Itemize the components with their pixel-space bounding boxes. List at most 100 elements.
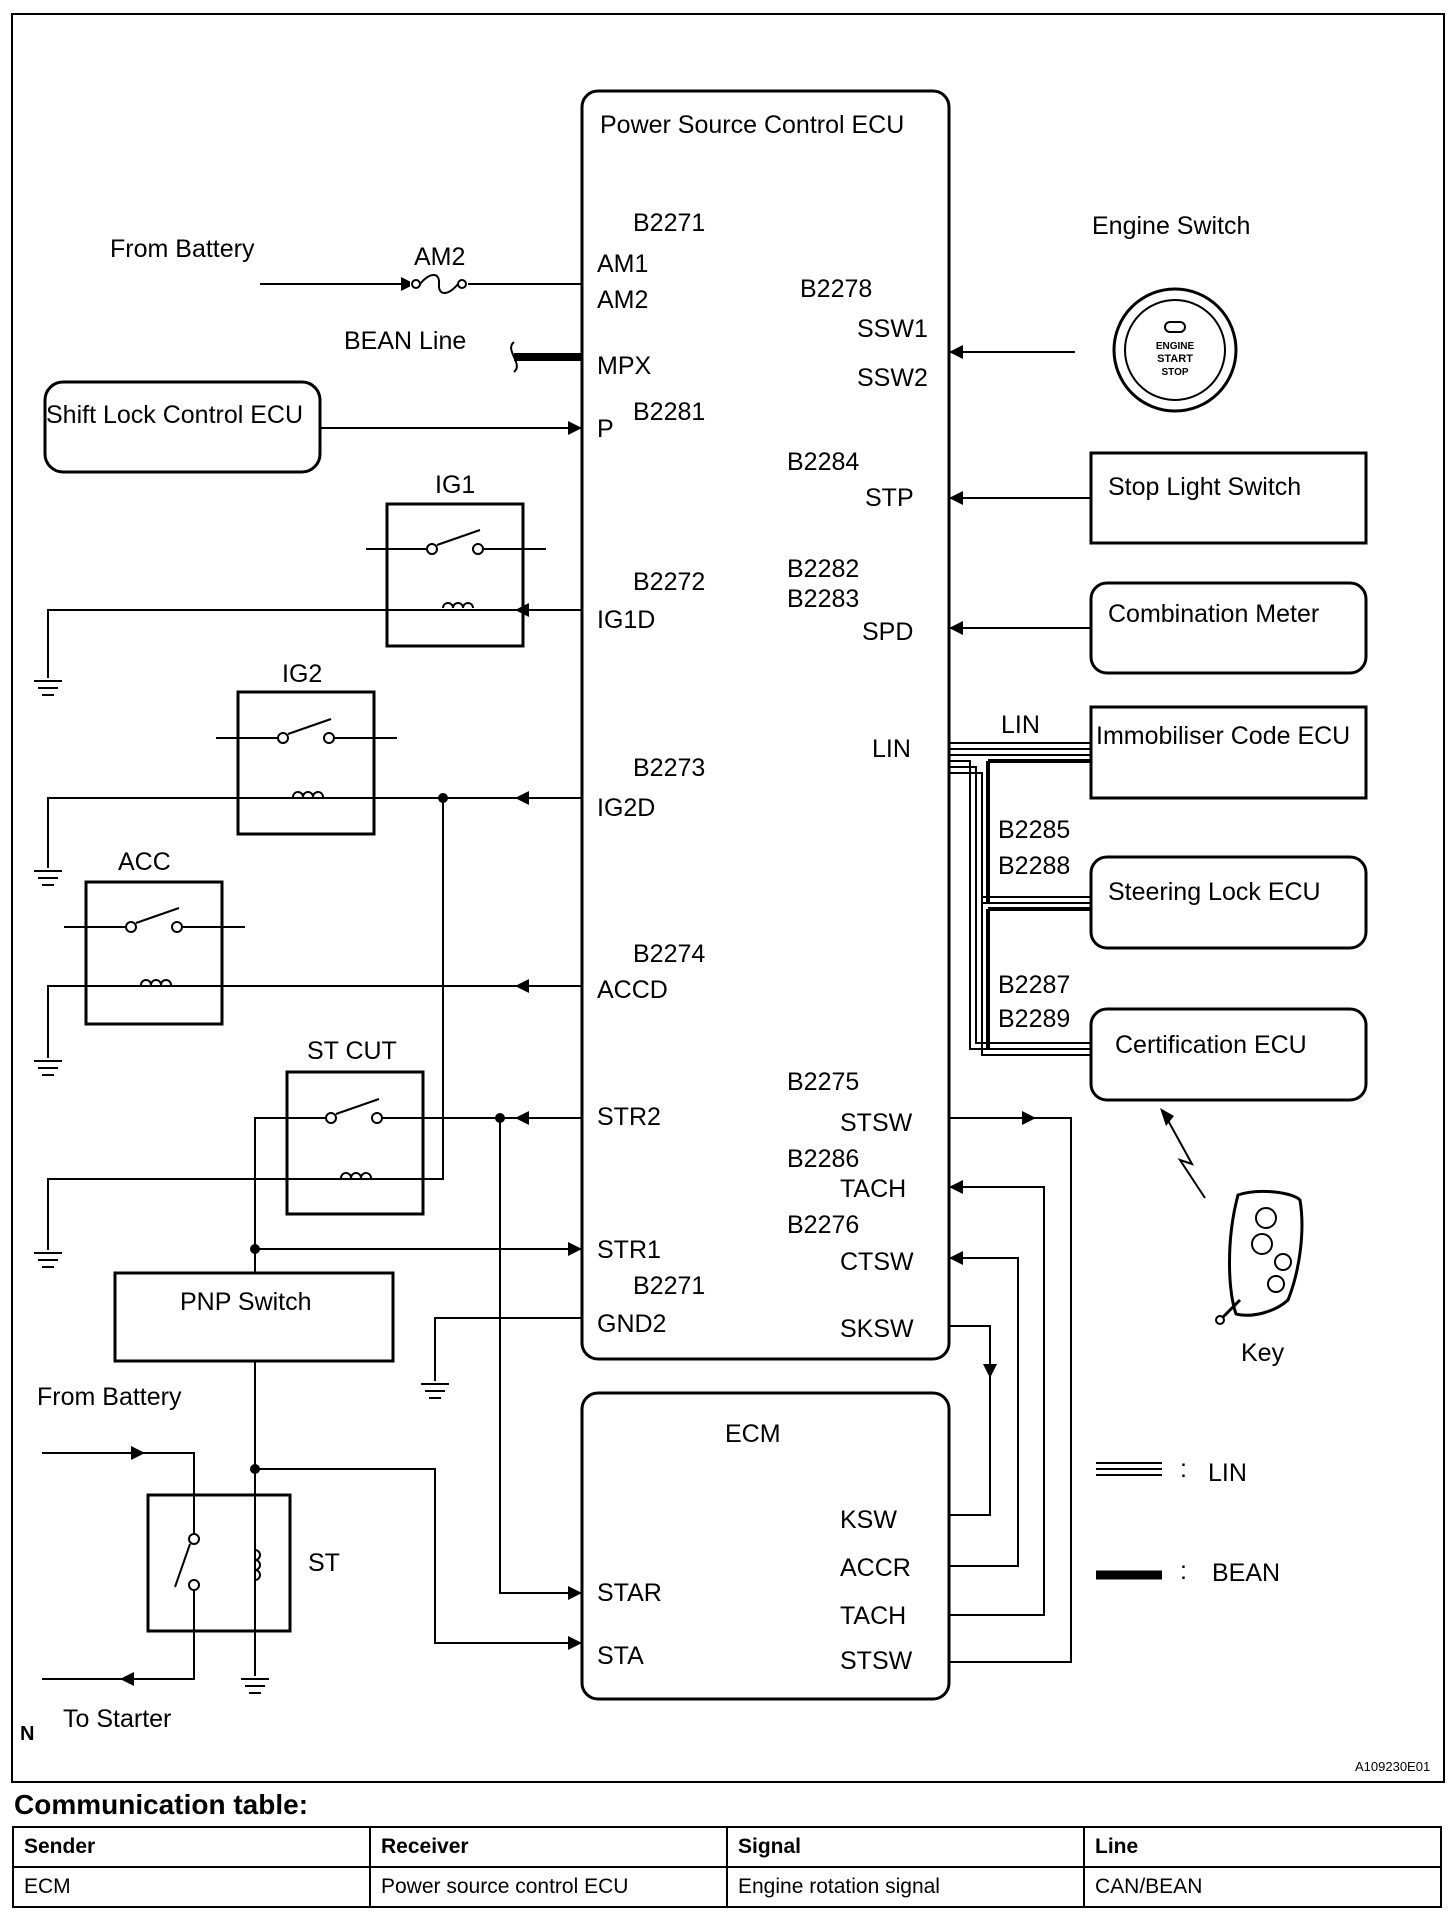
pin-lin: LIN <box>872 735 911 763</box>
pin-ssw1: SSW1 <box>857 315 928 343</box>
acc-switch-contact <box>64 907 245 933</box>
conn-b2275: B2275 <box>787 1068 859 1096</box>
ground-symbol-ig2 <box>34 870 62 886</box>
st-cut-left-wire <box>254 1117 326 1273</box>
legend-lin-label: LIN <box>1208 1459 1247 1487</box>
ig1-coil-icon <box>442 602 474 609</box>
am2-fuse-symbol <box>410 274 468 294</box>
shift-lock-ecu-label: Shift Lock Control ECU <box>46 401 303 429</box>
conn-b2288: B2288 <box>998 852 1070 880</box>
header-receiver: Receiver <box>369 1826 728 1868</box>
accd-wire <box>47 985 582 1058</box>
conn-b2286: B2286 <box>787 1145 859 1173</box>
conn-b2274: B2274 <box>633 940 705 968</box>
ig1-relay-label: IG1 <box>435 471 475 499</box>
pin-spd: SPD <box>862 618 913 646</box>
ig2-relay-label: IG2 <box>282 660 322 688</box>
conn-b2278: B2278 <box>800 275 872 303</box>
st-switch-contact <box>174 1533 200 1591</box>
pin-tach: TACH <box>840 1175 906 1203</box>
pin-str1: STR1 <box>597 1236 661 1264</box>
sta-wire <box>255 1468 582 1650</box>
conn-b2271-top: B2271 <box>633 209 705 237</box>
bean-line-break <box>510 341 518 373</box>
pin-gnd2: GND2 <box>597 1310 666 1338</box>
conn-b2284: B2284 <box>787 448 859 476</box>
ig2-relay-box <box>236 690 376 836</box>
immobiliser-ecu-label: Immobiliser Code ECU <box>1096 722 1350 750</box>
st-coil-icon <box>254 1549 261 1581</box>
st-relay-box <box>146 1493 292 1633</box>
bean-line-label: BEAN Line <box>344 327 466 355</box>
header-signal: Signal <box>726 1826 1085 1868</box>
ecm-title: ECM <box>725 1420 781 1448</box>
lin-wire-label: LIN <box>1001 711 1040 739</box>
ig1-relay-box <box>385 502 525 648</box>
table-header-row: Sender Receiver Signal Line <box>12 1826 1442 1868</box>
am2-fuse-label: AM2 <box>414 243 465 271</box>
cell-line: CAN/BEAN <box>1083 1866 1442 1908</box>
battery-to-st-wire <box>140 1452 195 1534</box>
ig2d-wire <box>47 797 582 868</box>
to-starter-label: To Starter <box>63 1705 171 1733</box>
ecm-pin-accr: ACCR <box>840 1554 911 1582</box>
ground-symbol-st <box>241 1678 269 1694</box>
header-line: Line <box>1083 1826 1442 1868</box>
conn-b2272: B2272 <box>633 568 705 596</box>
stsw-wire <box>949 1117 1072 1663</box>
st-cut-coil-wire <box>47 798 444 1250</box>
pin-ig2d: IG2D <box>597 794 655 822</box>
acc-coil-icon <box>140 979 172 986</box>
pin-ssw2: SSW2 <box>857 364 928 392</box>
conn-b2282: B2282 <box>787 555 859 583</box>
st-cut-relay-label: ST CUT <box>307 1037 397 1065</box>
acc-relay-label: ACC <box>118 848 171 876</box>
st-relay-label: ST <box>308 1549 340 1577</box>
legend-bean-label: BEAN <box>1212 1559 1280 1587</box>
combination-meter-label: Combination Meter <box>1108 600 1319 628</box>
pin-ctsw: CTSW <box>840 1248 914 1276</box>
legend-bean-sep: : <box>1180 1557 1187 1585</box>
power-source-ecu-box <box>580 89 951 1361</box>
header-sender: Sender <box>12 1826 371 1868</box>
certification-ecu-label: Certification ECU <box>1115 1031 1307 1059</box>
legend-lin-symbol <box>1096 1462 1162 1476</box>
svg-text:START: START <box>1157 353 1193 365</box>
immobiliser-ecu-box <box>1089 705 1368 800</box>
sksw-wire <box>949 1325 991 1516</box>
stop-light-switch-label: Stop Light Switch <box>1108 473 1301 501</box>
ig2-switch-contact <box>216 718 397 744</box>
ig1-switch-contact <box>366 529 546 555</box>
acc-relay-box <box>84 880 224 1026</box>
pin-stsw: STSW <box>840 1109 913 1137</box>
pnp-switch-box <box>113 1271 395 1363</box>
conn-b2276: B2276 <box>787 1211 859 1239</box>
gnd2-wire <box>434 1317 582 1381</box>
svg-text:STOP: STOP <box>1161 367 1188 378</box>
tach-wire <box>949 1180 1045 1616</box>
ground-symbol-st-cut <box>34 1252 62 1268</box>
pin-str2: STR2 <box>597 1103 661 1131</box>
communication-table-title: Communication table: <box>14 1789 309 1820</box>
conn-b2287: B2287 <box>998 971 1070 999</box>
svg-text:ENGINE: ENGINE <box>1156 341 1195 352</box>
to-starter-wire <box>42 1590 195 1680</box>
conn-b2289: B2289 <box>998 1005 1070 1033</box>
figure-id: A109230E01 <box>1355 1759 1430 1774</box>
key-label: Key <box>1241 1339 1285 1367</box>
st-cut-switch-contact <box>325 1098 383 1124</box>
pin-ig1d: IG1D <box>597 606 655 634</box>
ecm-pin-sta: STA <box>597 1642 644 1670</box>
str1-junction <box>250 1244 260 1254</box>
from-battery-top-label: From Battery <box>110 235 255 263</box>
engine-switch-label: Engine Switch <box>1092 212 1250 240</box>
combination-meter-box <box>1089 581 1368 675</box>
cell-sender: ECM <box>12 1866 371 1908</box>
diagram-frame <box>11 13 1445 1783</box>
power-source-ecu-title: Power Source Control ECU <box>600 111 904 139</box>
ig2-coil-icon <box>292 791 324 798</box>
pnp-switch-label: PNP Switch <box>180 1288 312 1316</box>
communication-table: Sender Receiver Signal Line ECM Power so… <box>12 1826 1442 1908</box>
ground-symbol-ig1 <box>34 680 62 696</box>
